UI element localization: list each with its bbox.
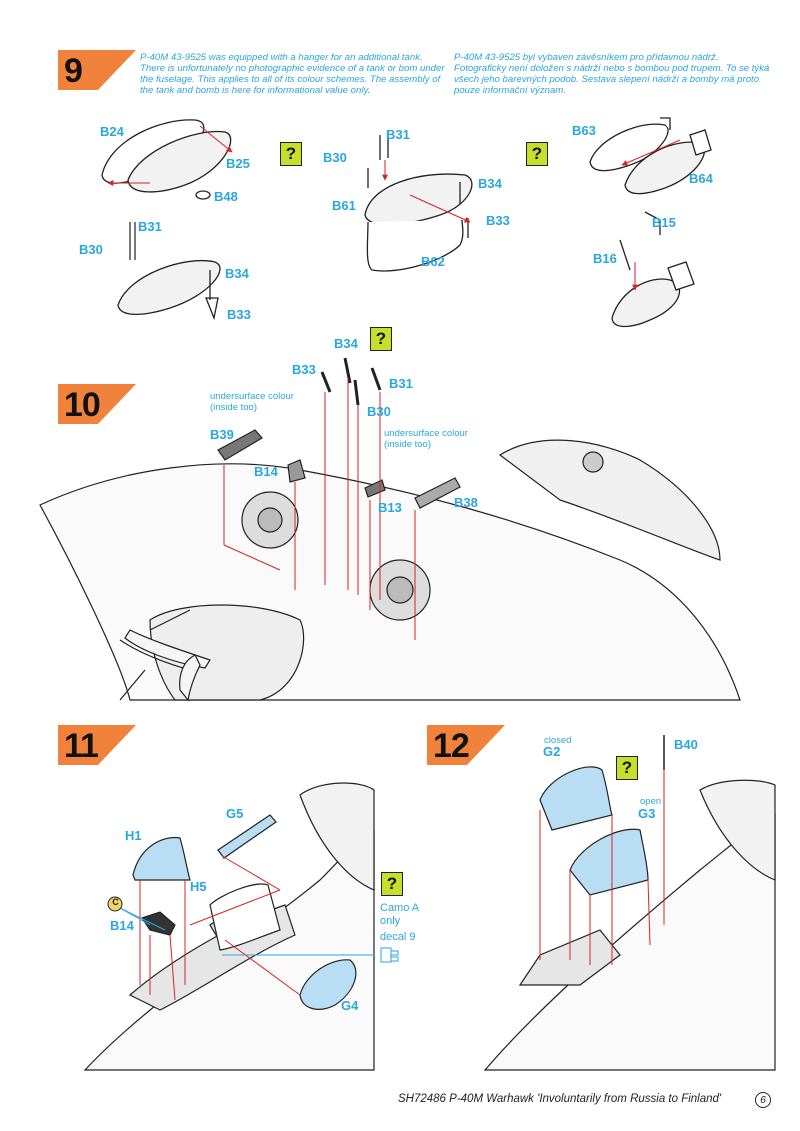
part-label: B31: [389, 376, 413, 391]
seat-b14: [141, 911, 176, 936]
canopy-g3: [569, 828, 649, 896]
part-label: B39: [210, 427, 234, 442]
part-label: B34: [225, 266, 249, 281]
step10-parts: [217, 357, 461, 509]
part-label: B30: [367, 404, 391, 419]
part-label: B48: [214, 189, 238, 204]
part-label: B64: [689, 171, 713, 186]
part-label: B40: [674, 737, 698, 752]
part-label: B14: [254, 464, 278, 479]
part-label: G4: [341, 998, 359, 1013]
cockpit-step12: [483, 779, 776, 1071]
part-label: B30: [323, 150, 347, 165]
camo-note: Camo A only: [380, 902, 419, 927]
step-11-number: 11: [64, 727, 99, 765]
part-label: B34: [478, 176, 502, 191]
part-label: B24: [100, 124, 124, 139]
part-label: H1: [125, 828, 142, 843]
decal-note: decal 9: [380, 931, 416, 943]
question-icon: ?: [280, 142, 302, 166]
closed-note: closed: [544, 735, 572, 746]
footer-title: SH72486 P-40M Warhawk 'Involuntarily fro…: [398, 1093, 722, 1105]
step-9-note-en: P-40M 43-9525 was equipped with a hanger…: [140, 52, 445, 96]
part-label: B30: [79, 242, 103, 257]
canopy-g4: [299, 959, 357, 1010]
part-label: B62: [421, 254, 445, 269]
part-label: G5: [226, 806, 244, 821]
part-label: B15: [652, 215, 676, 230]
question-icon: ?: [526, 142, 548, 166]
part-label: B31: [386, 127, 410, 142]
part-label: B38: [454, 495, 478, 510]
part-label: B33: [227, 307, 251, 322]
step-9-badge: 9: [58, 50, 138, 90]
step-12-number: 12: [433, 727, 470, 765]
decal-icon: [380, 947, 399, 963]
drop-tank-assembled: [117, 222, 221, 321]
question-icon: ?: [370, 327, 392, 351]
page-number: 6: [755, 1092, 771, 1108]
step-12-badge: 12: [427, 725, 507, 765]
part-label: B34: [334, 336, 358, 351]
paint-code-badge: C: [112, 897, 119, 907]
part-label: B16: [593, 251, 617, 266]
canopy-g2: [539, 766, 613, 831]
undersurface-note-left: undersurface colour (inside too): [210, 391, 294, 413]
part-label: B13: [378, 500, 402, 515]
canopy-g5: [217, 814, 277, 859]
part-label: B31: [138, 219, 162, 234]
drop-tank-halves: [101, 119, 232, 200]
part-label: G2: [543, 744, 561, 759]
part-label: B63: [572, 123, 596, 138]
part-label: B33: [486, 213, 510, 228]
part-label: G3: [638, 806, 656, 821]
step-9-note-cz: P-40M 43-9525 byl vybaven závěsníkem pro…: [454, 52, 770, 96]
part-label: H5: [190, 879, 207, 894]
open-note: open: [640, 796, 662, 807]
tank-and-bomb: [589, 117, 712, 328]
question-icon: ?: [616, 756, 638, 780]
step-9-number: 9: [64, 52, 83, 90]
hanger-assembly: [364, 130, 473, 272]
canopy-h1: [132, 836, 191, 881]
step-11-badge: 11: [58, 725, 138, 765]
part-label: B33: [292, 362, 316, 377]
aircraft-underside: [39, 439, 741, 701]
undersurface-note-right: undersurface colour (inside too): [384, 428, 468, 450]
question-icon: ?: [381, 872, 403, 896]
step-10-number: 10: [64, 386, 101, 424]
propeller: [124, 629, 211, 702]
part-label: B61: [332, 198, 356, 213]
step-10-badge: 10: [58, 384, 138, 424]
cockpit-step11: [83, 782, 375, 1071]
part-label: B25: [226, 156, 250, 171]
part-label: B14: [110, 918, 134, 933]
